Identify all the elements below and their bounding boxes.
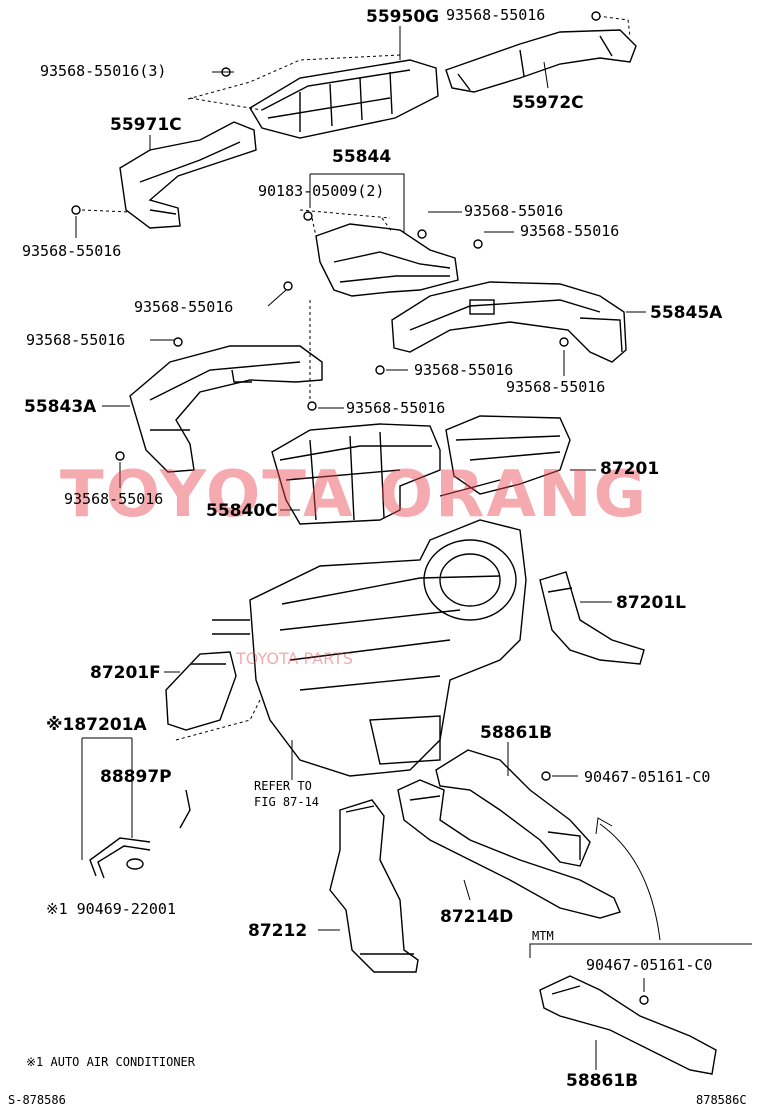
code-left: S-878586 bbox=[8, 1093, 66, 1107]
label-55972C: 55972C bbox=[512, 93, 584, 113]
part-58861B-top-drawing bbox=[435, 749, 591, 867]
label-87201L: 87201L bbox=[616, 593, 686, 613]
part-87201L-drawing bbox=[539, 571, 645, 665]
label-87212: 87212 bbox=[248, 921, 307, 941]
label-refer-fig: FIG 87-14 bbox=[254, 795, 319, 809]
part-55972C-drawing bbox=[445, 15, 637, 93]
code-right: 878586C bbox=[696, 1093, 747, 1107]
label-90467-2: 90467-05161-C0 bbox=[586, 956, 712, 974]
label-55840C: 55840C bbox=[206, 501, 278, 521]
part-88897P-drawing bbox=[81, 699, 261, 879]
label-93568-mid2: 93568-55016 bbox=[520, 222, 619, 240]
part-55845A-drawing bbox=[391, 281, 627, 363]
label-55843A: 55843A bbox=[24, 397, 97, 417]
label-55950G: 55950G bbox=[366, 7, 439, 27]
part-55950G-drawing bbox=[187, 54, 439, 139]
label-93568-left2: 93568-55016 bbox=[64, 490, 163, 508]
part-87212-drawing bbox=[329, 799, 419, 973]
label-93568-mid6: 93568-55016 bbox=[26, 331, 125, 349]
watermark-main: TOYOTA ORANG bbox=[60, 458, 648, 532]
label-93568-mid5: 93568-55016 bbox=[506, 378, 605, 396]
arrow-curve bbox=[599, 823, 661, 941]
label-55844: 55844 bbox=[332, 147, 391, 167]
label-93568-mid7: 93568-55016 bbox=[346, 399, 445, 417]
label-93568-left1: 93568-55016 bbox=[22, 242, 121, 260]
part-87201-drawing bbox=[439, 415, 571, 497]
footnote: ※1 AUTO AIR CONDITIONER bbox=[26, 1055, 196, 1069]
label-88897P: 88897P bbox=[100, 767, 172, 787]
label-87214D: 87214D bbox=[440, 907, 513, 927]
label-58861B-bottom: 58861B bbox=[566, 1071, 638, 1091]
label-93568-top-right: 93568-55016 bbox=[446, 6, 545, 24]
label-55971C: 55971C bbox=[110, 115, 182, 135]
leader-lines bbox=[75, 26, 646, 1070]
label-87201F: 87201F bbox=[90, 663, 161, 683]
bolts bbox=[71, 11, 649, 1005]
label-55845A: 55845A bbox=[650, 303, 723, 323]
part-55971C-drawing bbox=[81, 121, 257, 229]
part-87201F-drawing bbox=[165, 651, 237, 731]
part-55844-drawing bbox=[299, 209, 459, 297]
label-87201A: ※187201A bbox=[46, 715, 147, 735]
label-90183: 90183-05009(2) bbox=[258, 182, 384, 200]
label-93568-mid1: 93568-55016 bbox=[464, 202, 563, 220]
part-58861B-bottom-drawing bbox=[539, 975, 717, 1075]
label-87201: 87201 bbox=[600, 459, 659, 479]
part-55843A-drawing bbox=[129, 300, 323, 473]
label-mtm: MTM bbox=[532, 929, 554, 943]
label-58861B-top: 58861B bbox=[480, 723, 552, 743]
label-90469: ※1 90469-22001 bbox=[46, 900, 176, 918]
label-93568-3: 93568-55016(3) bbox=[40, 62, 166, 80]
part-87214D-drawing bbox=[397, 779, 621, 919]
hvac-unit-drawing bbox=[212, 519, 527, 777]
label-90467-1: 90467-05161-C0 bbox=[584, 768, 710, 786]
label-93568-mid3: 93568-55016 bbox=[134, 298, 233, 316]
arrow-head bbox=[595, 817, 613, 835]
label-93568-mid4: 93568-55016 bbox=[414, 361, 513, 379]
part-55840C-drawing bbox=[271, 423, 441, 525]
label-refer-to: REFER TO bbox=[254, 779, 312, 793]
mtm-bracket bbox=[529, 943, 752, 958]
watermark-sub: TOYOTA PARTS bbox=[235, 649, 353, 668]
